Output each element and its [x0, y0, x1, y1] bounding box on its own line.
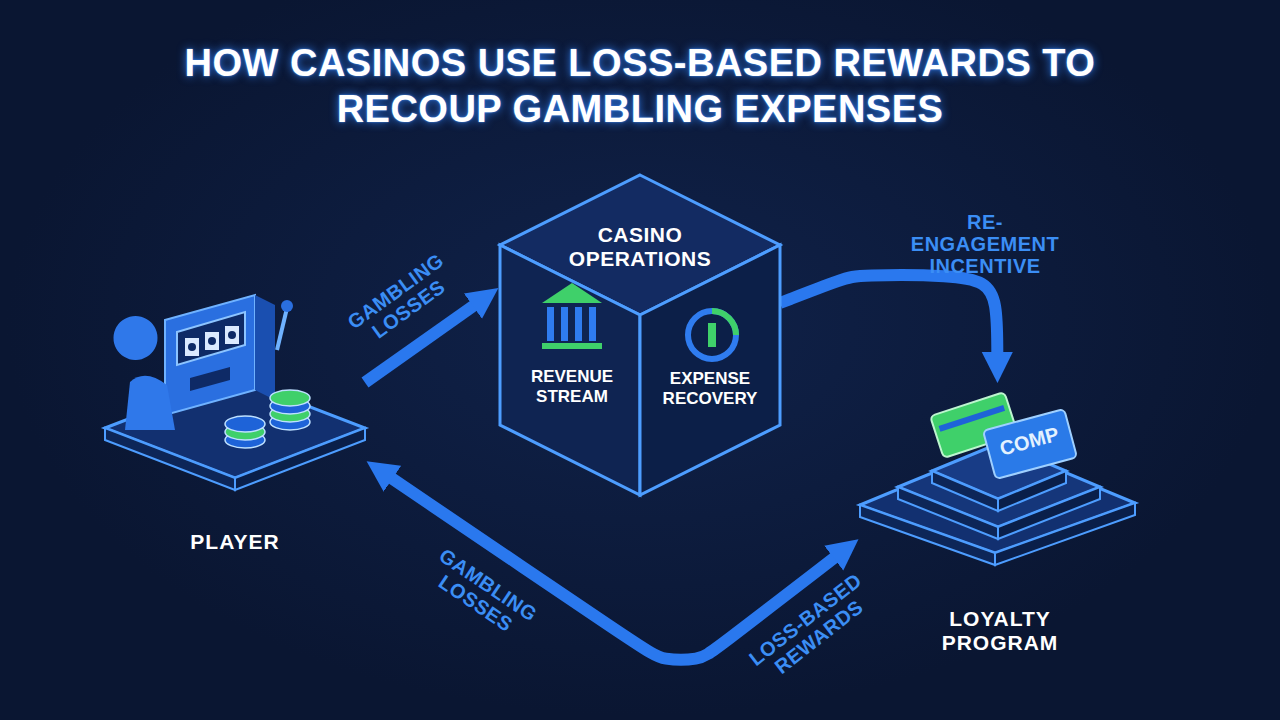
- node-label: CASINO OPERATIONS: [550, 223, 730, 271]
- revenue-stream-face: REVENUE STREAM: [512, 363, 632, 425]
- diagram-title: HOW CASINOS USE LOSS-BASED REWARDS TO RE…: [180, 40, 1100, 133]
- node-label: EXPENSE RECOVERY: [648, 365, 772, 408]
- flow-label: GAMBLING LOSSES: [420, 542, 544, 646]
- node-label: LOYALTY PROGRAM: [905, 607, 1095, 655]
- edge-label: LOSS-BASED REWARDS: [743, 568, 880, 689]
- expense-recovery-face: EXPENSE RECOVERY: [648, 365, 772, 427]
- node-label: PLAYER: [105, 530, 365, 554]
- player-station: PLAYER: [105, 290, 365, 475]
- edge-label: RE-ENGAGEMENT INCENTIVE: [900, 211, 1070, 277]
- node-label: REVENUE STREAM: [512, 363, 632, 406]
- loyalty-program-platform: LOYALTY PROGRAMCOMP: [860, 385, 1135, 565]
- flow-arrow: [780, 275, 997, 355]
- edge-label: GAMBLING LOSSES: [341, 247, 464, 353]
- casino-operations-cube: CASINO OPERATIONS REVENUE STREAM EXPENSE R…: [500, 175, 780, 495]
- node-outline: [105, 290, 365, 475]
